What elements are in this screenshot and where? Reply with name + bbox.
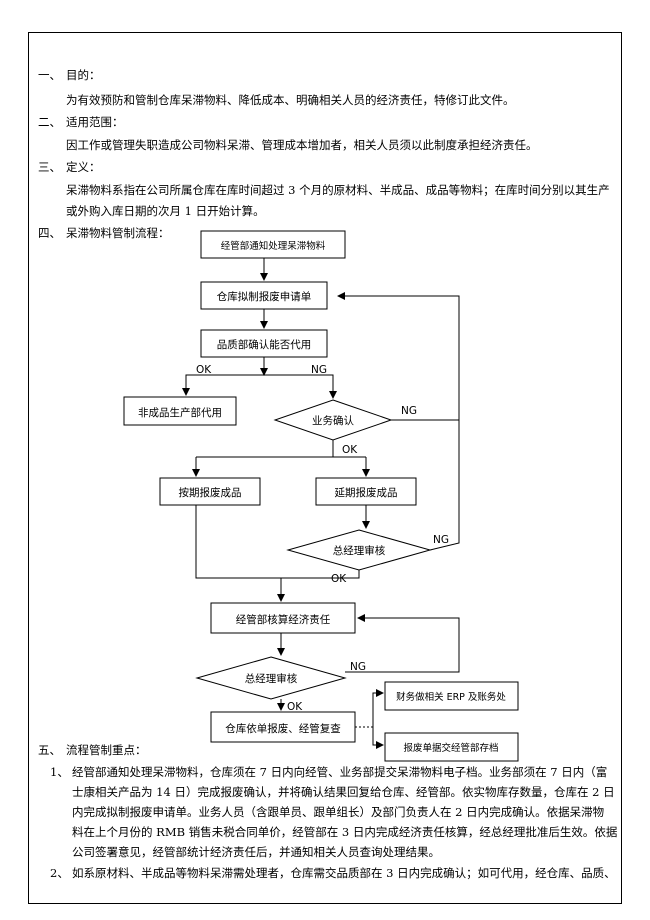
label-execute-scrap: 仓库依单报废、经管复查 — [225, 722, 341, 735]
section-1-number: 一、 — [38, 68, 61, 82]
label-non-finished: 非成品生产部代用 — [138, 406, 222, 419]
box-calc-liability — [210, 602, 356, 634]
section-2-body: 因工作或管理失职造成公司物料呆滞、管理成本增加者，相关人员须以此制度承担经济责任… — [66, 138, 538, 152]
section-1-title: 目的： — [66, 68, 101, 82]
section-3-body-line-2: 或外购入库日期的次月 1 日开始计算。 — [66, 204, 265, 218]
section-1-body: 为有效预防和管制仓库呆滞物料、降低成本、明确相关人员的经济责任，特修订此文件。 — [66, 93, 515, 107]
section-5-number: 五、 — [38, 743, 61, 757]
label-ng-gm-2: NG — [350, 661, 366, 673]
point-1-line-1: 经管部通知处理呆滞物料，仓库须在 7 日内向经管、业务部提交呆滞物料电子档。业务… — [72, 765, 608, 779]
label-quality-check: 品质部确认能否代用 — [217, 338, 312, 351]
label-ng-gm-1: NG — [433, 534, 449, 546]
box-scrap-on-time — [159, 477, 261, 506]
section-4-number: 四、 — [38, 226, 61, 240]
section-3-body-line-1: 呆滞物料系指在公司所属仓库在库时间超过 3 个月的原材料、半成品、成品等物料；在… — [66, 183, 610, 197]
label-gm-review-2: 总经理审核 — [245, 672, 298, 685]
label-gm-review-1: 总经理审核 — [333, 544, 386, 557]
label-ok-business: OK — [342, 444, 358, 456]
box-notify — [200, 230, 346, 259]
section-3-number: 三、 — [38, 160, 61, 174]
section-3-title: 定义： — [66, 160, 101, 174]
label-ok-gm-2: OK — [287, 701, 303, 713]
label-finance: 财务做相关 ERP 及账务处 — [396, 691, 506, 703]
point-2-line-1: 如系原材料、半成品等物料呆滞需处理者，仓库需交品质部在 3 日内完成确认；如可代… — [72, 866, 616, 880]
box-finance — [384, 681, 519, 711]
diamond-gm-review-2 — [195, 656, 347, 700]
point-1-line-5: 公司签署意见，经管部统计经济责任后，并通知相关人员查询处理结果。 — [72, 845, 440, 859]
point-1-number: 1、 — [50, 765, 69, 779]
section-4-title: 呆滞物料管制流程： — [66, 226, 170, 240]
section-5-title: 流程管制重点： — [66, 743, 147, 757]
label-ok-gm-1: OK — [331, 573, 347, 585]
box-archive — [384, 732, 519, 762]
label-ok-left: OK — [196, 364, 212, 376]
section-2-title: 适用范围： — [66, 115, 124, 129]
label-apply-scrap: 仓库拟制报废申请单 — [217, 290, 312, 303]
label-ng-quality: NG — [311, 364, 327, 376]
label-archive: 报废单据交经管部存档 — [403, 742, 498, 754]
label-ng-business: NG — [401, 405, 417, 417]
point-1-line-3: 内完成拟制报废申请单。业务人员（含跟单员、跟单组长）及部门负责人在 2 日内完成… — [72, 805, 605, 819]
point-2-number: 2、 — [50, 866, 69, 880]
document-frame — [28, 32, 622, 904]
point-1-line-2: 士康相关产品为 14 日）完成报废确认，并将确认结果回复给仓库、经管部。依实物库… — [72, 785, 615, 799]
label-scrap-on-time: 按期报废成品 — [179, 486, 242, 499]
label-notify: 经管部通知处理呆滞物料 — [221, 240, 326, 252]
label-scrap-delayed: 延期报废成品 — [335, 486, 398, 499]
label-business-confirm: 业务确认 — [312, 414, 354, 427]
section-2-number: 二、 — [38, 115, 61, 129]
point-1-line-4: 料在上个月份的 RMB 销售未税合同单价，经管部在 3 日内完成经济责任核算，经… — [72, 825, 618, 839]
box-non-finished — [123, 396, 237, 426]
label-calc-liability: 经管部核算经济责任 — [236, 613, 331, 626]
